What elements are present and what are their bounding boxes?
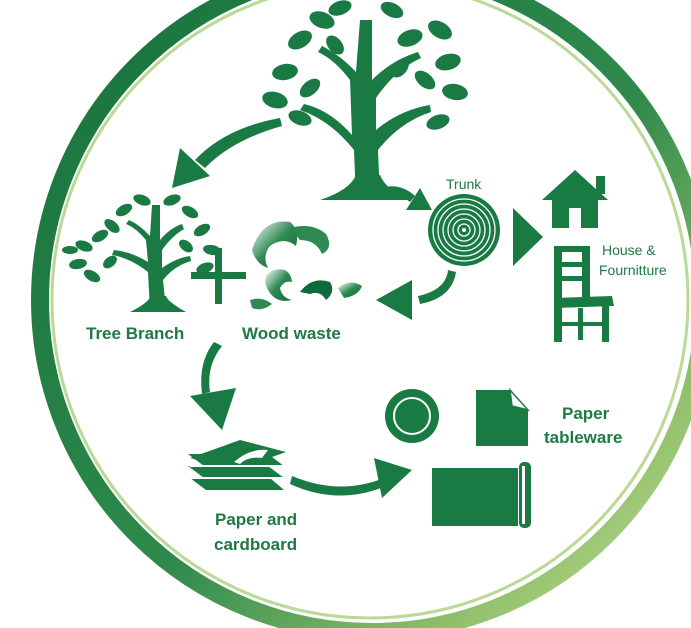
house-icon (542, 170, 608, 228)
arrow-trunk-to-house (513, 208, 543, 266)
label-house-furniture-line2: Fournitture (599, 262, 667, 278)
arrow-paper-to-tableware (290, 458, 412, 498)
arrow-tree-to-trunk (380, 186, 432, 210)
label-tree-branch: Tree Branch (86, 324, 185, 343)
tree-icon (262, 0, 468, 200)
label-wood-waste: Wood waste (242, 324, 341, 343)
tablecloth-roll-icon (432, 462, 531, 528)
plate-icon (385, 389, 439, 443)
plus-icon (191, 248, 246, 304)
arrow-waste-to-paper (190, 342, 236, 430)
label-paper-cardboard-line2: cardboard (214, 535, 298, 554)
label-paper-tableware-line2: tableware (544, 428, 623, 447)
napkin-icon (476, 387, 531, 446)
label-paper-tableware-line1: Paper (562, 404, 610, 423)
tree-branch-icon (62, 194, 221, 312)
arrow-trunk-to-waste (376, 270, 456, 320)
paper-stack-icon (188, 440, 286, 490)
trunk-icon (428, 194, 500, 266)
arrow-tree-to-branch (172, 118, 282, 188)
outer-ring (31, 0, 691, 628)
label-paper-cardboard-line1: Paper and (215, 510, 298, 529)
wood-waste-icon (250, 221, 362, 310)
label-trunk: Trunk (446, 176, 482, 192)
chair-icon (554, 246, 614, 342)
label-house-furniture-line1: House & (602, 242, 656, 258)
